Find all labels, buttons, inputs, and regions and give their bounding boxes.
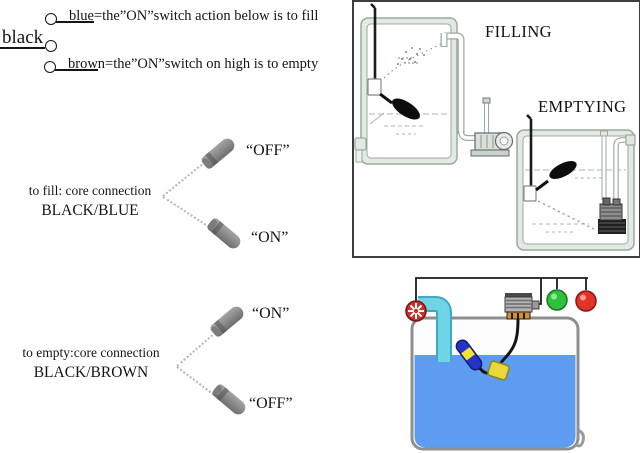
- brown-wire-line: [55, 69, 98, 71]
- empty-caption-line1: to empty:core connection: [22, 345, 160, 360]
- fill-caption-line2: BLACK/BLUE: [41, 201, 139, 219]
- fill-upper-state-label: “OFF”: [246, 142, 290, 159]
- emptying-water-marks: [525, 169, 626, 233]
- blue-wire-line: [56, 21, 94, 23]
- blue-branch-text: blue=the”ON”switch action below is to fi…: [69, 8, 319, 24]
- filling-pump: [458, 97, 514, 157]
- terminal-brown: [44, 61, 56, 73]
- auto-fill-tank-diagram: [405, 277, 597, 451]
- filling-inlet-pipe: [440, 32, 465, 134]
- fill-lower-cord: [162, 196, 214, 230]
- submersible-pump: [598, 197, 626, 234]
- circuit-wires: [415, 277, 588, 305]
- float-switch: [455, 339, 483, 371]
- shutoff-valve: [405, 300, 427, 322]
- empty-caption-line2: BLACK/BROWN: [33, 363, 149, 381]
- empty-upper-float-switch: [208, 303, 247, 339]
- filling-outlet: [354, 137, 367, 163]
- terminal-common: [45, 40, 57, 52]
- fill-upper-cord: [162, 158, 209, 197]
- fill-lower-float-switch: [205, 216, 244, 252]
- fill-caption: to fill: core connection BLACK/BLUE: [24, 183, 156, 220]
- empty-lower-float-switch: [210, 382, 249, 418]
- filling-spray: [383, 43, 442, 79]
- control-device: [504, 293, 540, 320]
- filling-tank: [360, 17, 458, 165]
- empty-upper-cord: [176, 329, 220, 367]
- fill-caption-line1: to fill: core connection: [28, 183, 152, 198]
- tank-illustrations-svg: [354, 3, 636, 251]
- common-wire-line: [0, 47, 45, 49]
- filling-label: FILLING: [485, 22, 552, 41]
- red-indicator-lamp: [575, 290, 597, 312]
- brown-branch-text: brown=the”ON”switch on high is to empty: [68, 56, 319, 72]
- emptying-float-switch: [523, 114, 577, 202]
- empty-caption: to empty:core connection BLACK/BROWN: [20, 345, 162, 382]
- emptying-pipes: [600, 130, 636, 202]
- emptying-label: EMPTYING: [538, 97, 627, 116]
- green-indicator-lamp: [546, 289, 568, 311]
- fill-lower-state-label: “ON”: [251, 229, 289, 246]
- terminal-blue: [45, 13, 57, 25]
- counterweight: [487, 360, 510, 381]
- filling-float-switch: [367, 3, 420, 120]
- tank-illustration-panel: FILLING EMPTYING: [352, 0, 640, 258]
- empty-upper-state-label: “ON”: [252, 305, 290, 322]
- inlet-pipe: [418, 298, 450, 362]
- fill-upper-float-switch: [199, 135, 238, 171]
- tank-water: [414, 355, 576, 448]
- common-wire-label: black: [2, 27, 44, 48]
- tank-drain-outlet: [575, 428, 585, 448]
- empty-lower-state-label: “OFF”: [249, 395, 293, 412]
